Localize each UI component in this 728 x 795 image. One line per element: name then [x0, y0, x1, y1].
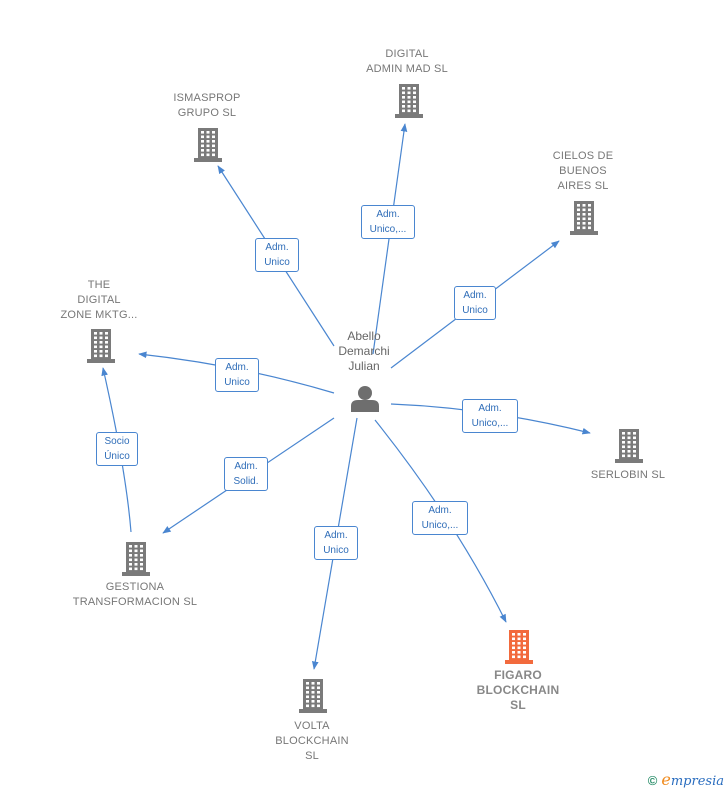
company-label-gestiona[interactable]: GESTIONA TRANSFORMACION SL — [72, 581, 198, 608]
company-label-digital-zone[interactable]: THE DIGITAL ZONE MKTG... — [60, 278, 138, 321]
building-icon-gestiona[interactable] — [122, 542, 150, 576]
edge-label-serlobin[interactable]: Adm. Unico,... — [462, 399, 518, 433]
person-name[interactable]: Abello Demarchi Julian — [338, 329, 390, 373]
edge-label-gestiona-to-digital-zone[interactable]: Socio Único — [96, 432, 138, 466]
building-icon-ismasprop[interactable] — [194, 128, 222, 162]
edge-label-figaro[interactable]: Adm. Unico,... — [412, 501, 468, 535]
person-icon[interactable] — [351, 386, 379, 412]
company-label-figaro[interactable]: FIGARO BLOCKCHAIN SL — [476, 667, 560, 712]
copyright-symbol: © — [647, 773, 658, 788]
company-label-ismasprop[interactable]: ISMASPROP GRUPO SL — [173, 92, 241, 119]
edge-label-gestiona[interactable]: Adm. Solid. — [224, 457, 268, 491]
edge-label-cielos[interactable]: Adm. Unico — [454, 286, 496, 320]
edge-label-digital-zone[interactable]: Adm. Unico — [215, 358, 259, 392]
company-label-serlobin[interactable]: SERLOBIN SL — [590, 468, 666, 481]
company-label-volta[interactable]: VOLTA BLOCKCHAIN SL — [275, 719, 349, 762]
company-label-digital-admin[interactable]: DIGITAL ADMIN MAD SL — [366, 48, 448, 75]
edge-label-volta[interactable]: Adm. Unico — [314, 526, 358, 560]
brand-logo: empresia — [661, 770, 724, 789]
edge-label-ismasprop[interactable]: Adm. Unico — [255, 238, 299, 272]
building-icon-digital-admin[interactable] — [395, 84, 423, 118]
edge-label-digital-admin[interactable]: Adm. Unico,... — [361, 205, 415, 239]
building-icon-digital-zone[interactable] — [87, 329, 115, 363]
edge-digital-admin — [372, 123, 408, 355]
building-icon-serlobin[interactable] — [615, 429, 643, 463]
building-icon-cielos[interactable] — [570, 201, 598, 235]
footer-brand[interactable]: ©empresia — [648, 770, 724, 789]
building-icon-volta[interactable] — [299, 679, 327, 713]
building-icon-figaro[interactable] — [505, 630, 533, 664]
company-label-cielos[interactable]: CIELOS DE BUENOS AIRES SL — [552, 149, 614, 192]
